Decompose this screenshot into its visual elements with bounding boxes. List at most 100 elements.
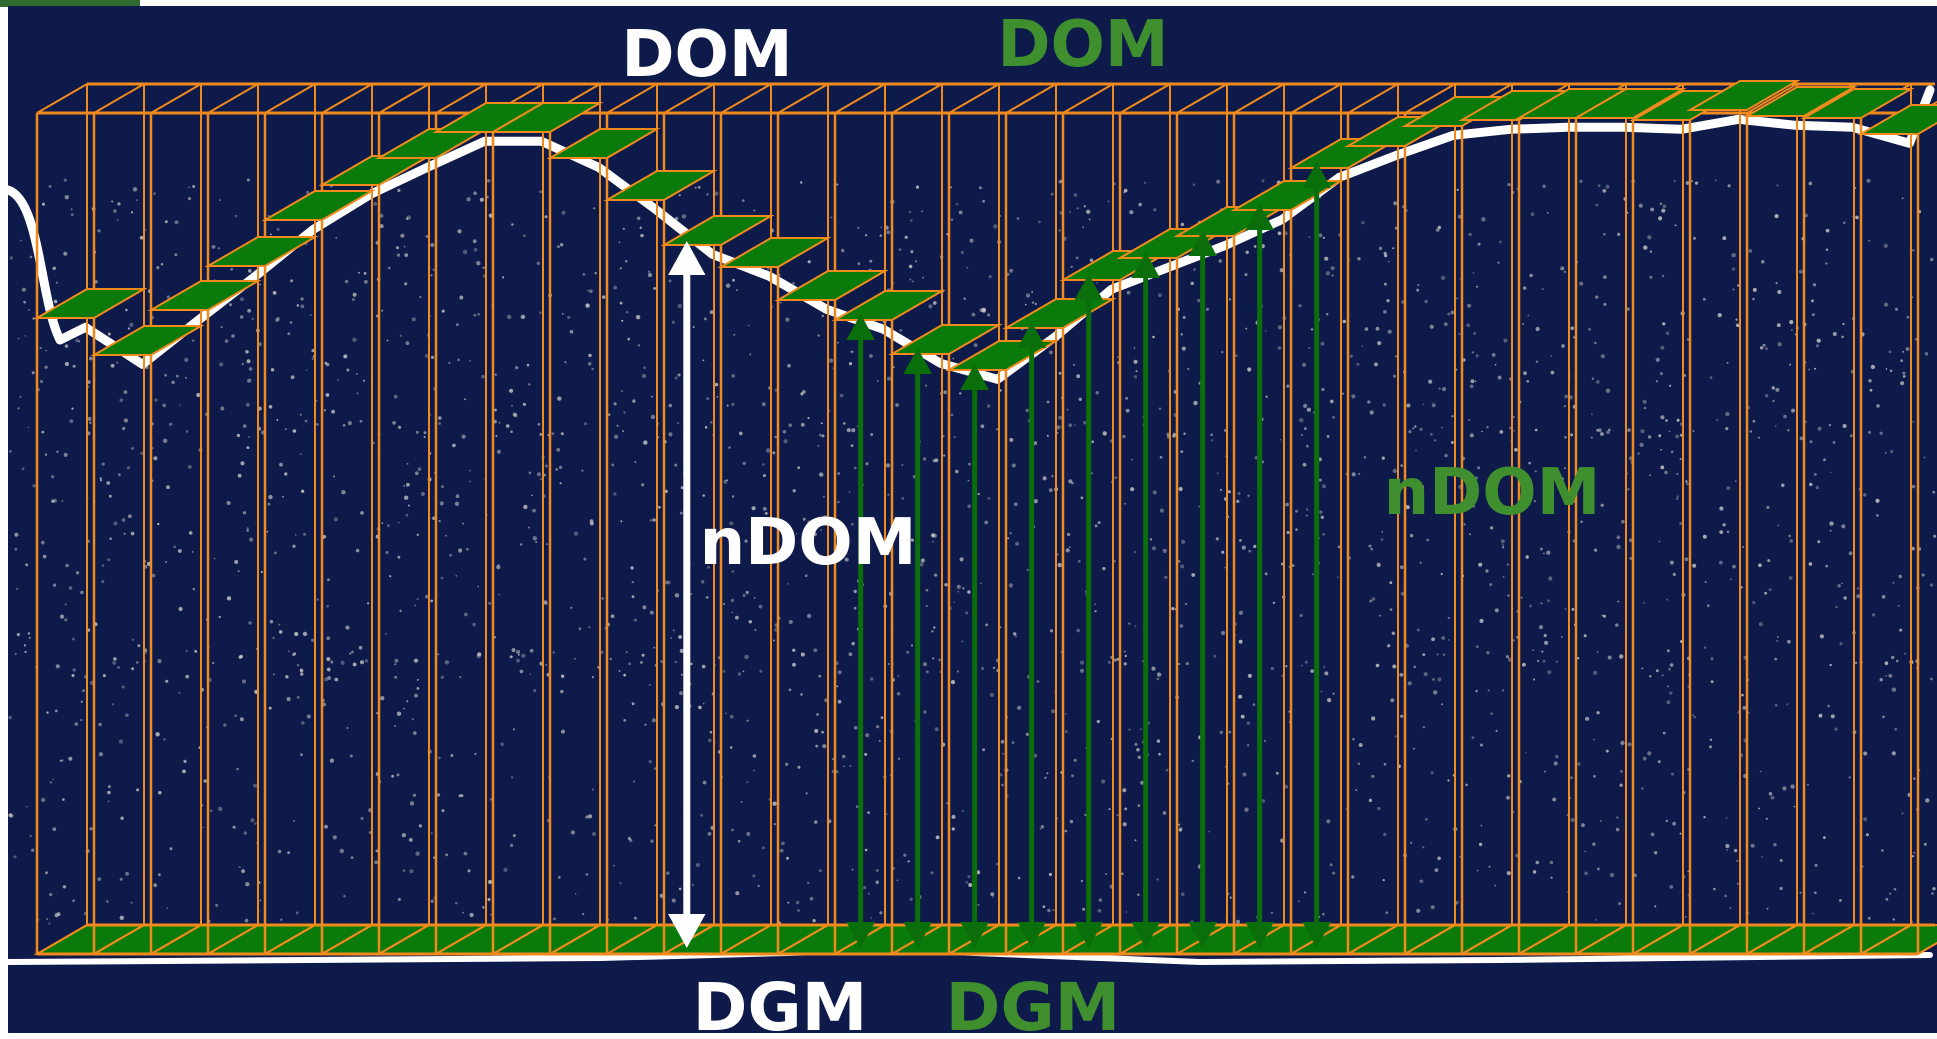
point bbox=[957, 590, 960, 593]
point bbox=[1693, 716, 1696, 718]
point bbox=[922, 662, 928, 667]
point bbox=[1570, 326, 1574, 331]
point bbox=[1752, 287, 1757, 292]
frame-rail bbox=[1404, 83, 1456, 114]
point bbox=[674, 216, 679, 221]
corner-tab bbox=[0, 0, 140, 7]
point bbox=[273, 551, 277, 555]
point bbox=[1677, 495, 1679, 498]
point bbox=[1191, 573, 1196, 577]
point bbox=[1017, 876, 1021, 880]
point bbox=[1647, 435, 1652, 439]
point bbox=[1180, 564, 1185, 569]
point bbox=[339, 848, 344, 854]
point bbox=[268, 494, 273, 500]
point bbox=[461, 434, 466, 439]
point bbox=[709, 730, 713, 734]
point bbox=[853, 726, 858, 730]
point bbox=[1261, 179, 1265, 183]
point bbox=[601, 597, 604, 600]
point bbox=[762, 846, 765, 850]
point bbox=[393, 394, 398, 399]
frame-rail bbox=[150, 924, 202, 955]
point bbox=[968, 462, 971, 466]
point bbox=[337, 379, 339, 382]
point bbox=[911, 644, 913, 647]
point bbox=[1842, 424, 1847, 428]
point bbox=[1046, 434, 1049, 437]
point bbox=[901, 496, 905, 500]
point bbox=[522, 402, 526, 406]
point bbox=[1735, 323, 1740, 328]
point bbox=[898, 757, 901, 760]
point bbox=[1605, 184, 1610, 189]
point bbox=[363, 272, 367, 275]
point bbox=[137, 644, 141, 648]
point bbox=[1248, 549, 1252, 553]
point bbox=[1330, 266, 1335, 271]
point bbox=[786, 528, 789, 531]
frame-rail bbox=[150, 83, 202, 114]
point bbox=[1237, 492, 1241, 495]
point bbox=[520, 543, 523, 546]
point bbox=[1675, 434, 1680, 439]
point bbox=[72, 899, 75, 903]
point bbox=[42, 202, 45, 206]
point bbox=[32, 317, 35, 320]
point bbox=[520, 314, 525, 319]
point bbox=[1133, 359, 1138, 364]
point bbox=[1497, 261, 1500, 264]
point bbox=[1566, 891, 1569, 893]
point bbox=[1731, 267, 1736, 271]
point bbox=[1080, 660, 1085, 665]
point bbox=[1450, 310, 1455, 315]
point bbox=[1931, 892, 1934, 895]
point bbox=[1356, 362, 1360, 366]
point bbox=[812, 919, 816, 923]
point bbox=[41, 797, 46, 803]
point bbox=[1363, 456, 1367, 459]
point bbox=[587, 289, 589, 292]
point bbox=[746, 719, 749, 722]
point bbox=[622, 430, 624, 432]
point bbox=[1240, 714, 1245, 719]
point bbox=[1392, 247, 1395, 250]
point bbox=[608, 413, 611, 416]
point bbox=[1787, 639, 1791, 644]
point bbox=[194, 650, 198, 653]
point bbox=[1619, 654, 1624, 659]
point bbox=[1299, 418, 1304, 423]
point bbox=[430, 274, 433, 277]
point bbox=[417, 467, 422, 471]
point bbox=[867, 811, 870, 814]
point bbox=[911, 280, 915, 283]
point bbox=[1438, 492, 1441, 496]
point bbox=[1236, 499, 1240, 503]
point bbox=[971, 312, 976, 317]
point bbox=[300, 753, 303, 757]
point bbox=[533, 689, 537, 693]
point bbox=[681, 214, 687, 219]
point bbox=[295, 911, 299, 915]
point bbox=[564, 361, 567, 364]
point bbox=[136, 788, 140, 792]
point bbox=[1627, 488, 1630, 491]
point bbox=[1576, 657, 1580, 660]
point bbox=[873, 535, 876, 538]
point bbox=[513, 413, 518, 418]
point bbox=[932, 657, 935, 660]
point bbox=[742, 199, 745, 202]
frame-rail bbox=[1575, 924, 1627, 955]
point bbox=[373, 202, 378, 206]
point bbox=[352, 662, 357, 667]
point bbox=[908, 264, 913, 269]
point bbox=[304, 419, 308, 423]
point bbox=[1182, 316, 1186, 319]
point bbox=[787, 901, 790, 904]
ndom-arrow-green bbox=[903, 348, 932, 948]
point bbox=[343, 354, 348, 359]
point bbox=[1507, 183, 1511, 187]
point bbox=[920, 558, 925, 563]
point bbox=[1123, 662, 1127, 666]
point bbox=[132, 187, 138, 192]
